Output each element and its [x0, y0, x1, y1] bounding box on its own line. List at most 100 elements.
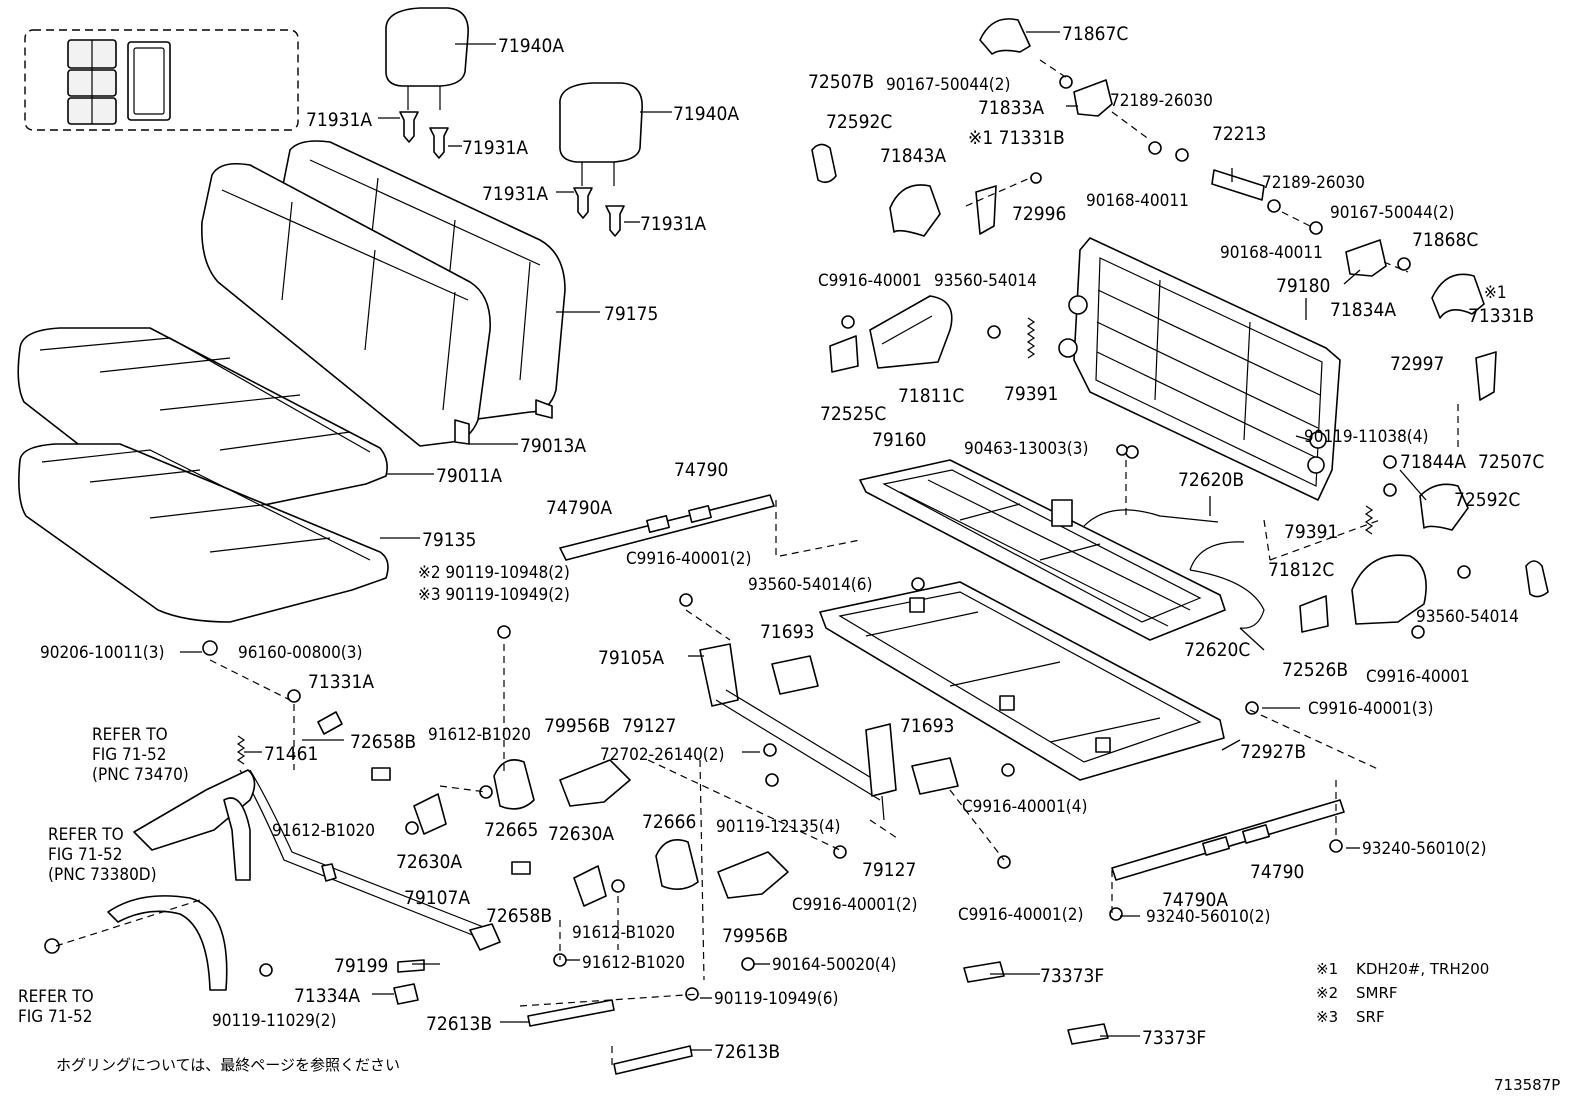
label-C9916-40001: C9916-40001	[818, 271, 922, 291]
label-71812C: 71812C	[1268, 559, 1334, 581]
label-90119-10949: ※3 90119-10949(2)	[418, 585, 570, 605]
label-90167-50044: 90167-50044(2)	[1330, 203, 1454, 223]
refer-line-2: FIG 71-52	[48, 845, 122, 865]
label-79127: 79127	[862, 859, 916, 881]
bracket-72630A-a	[413, 793, 447, 835]
label-91612-B1020: 91612-B1020	[582, 953, 685, 973]
label-72658B: 72658B	[350, 731, 416, 753]
legend-text: KDH20#, TRH200	[1356, 960, 1489, 978]
label-90164-50020: 90164-50020(4)	[772, 955, 896, 975]
label-79135: 79135	[422, 529, 476, 551]
label-71931A: 71931A	[306, 109, 372, 131]
label-90206-10011: 90206-10011(3)	[40, 643, 164, 663]
refer-line-1: REFER TO	[18, 987, 94, 1007]
hinge-71834A	[1345, 239, 1387, 277]
label-71833A: 71833A	[978, 97, 1044, 119]
label-C9916-40001: C9916-40001(2)	[958, 905, 1083, 925]
label-96160-00800: 96160-00800(3)	[238, 643, 362, 663]
label-91612-B1020: 91612-B1020	[428, 725, 531, 745]
label-note-mark: ※1	[1484, 283, 1507, 303]
label-72613B: 72613B	[426, 1013, 492, 1035]
label-71331B: ※1 71331B	[968, 127, 1065, 149]
label-71844A: 71844A	[1400, 451, 1466, 473]
label-72213: 72213	[1212, 123, 1266, 145]
refer-line-3: (PNC 73470)	[92, 765, 189, 785]
label-93240-56010: 93240-56010(2)	[1362, 839, 1486, 859]
label-93240-56010: 93240-56010(2)	[1146, 907, 1270, 927]
clip-73373F-a	[963, 961, 1005, 983]
seat-leg-79105A	[699, 643, 897, 821]
bracket-72213	[1211, 169, 1265, 201]
label-71940A: 71940A	[673, 103, 739, 125]
spring-79391-a	[1026, 317, 1036, 359]
cover-72507C	[1525, 560, 1549, 598]
refer-line-1: REFER TO	[92, 725, 168, 745]
seat-belt-74790-lower	[1111, 799, 1345, 881]
label-79107A: 79107A	[404, 887, 470, 909]
label-90168-40011: 90168-40011	[1220, 243, 1323, 263]
belt-anchor-left	[107, 769, 256, 991]
handle-72665	[493, 759, 535, 810]
label-72189-26030: 72189-26030	[1110, 91, 1213, 111]
spring-71461	[236, 735, 246, 765]
label-93560-54014: 93560-54014(6)	[748, 575, 872, 595]
label-90167-50044: 90167-50044(2)	[886, 75, 1010, 95]
leader-lines	[180, 31, 1427, 1051]
pad-72658B-b	[511, 861, 531, 875]
cable-72620	[1083, 509, 1265, 629]
cover-71843A	[889, 184, 941, 237]
legend-mark: ※2	[1316, 984, 1338, 1002]
label-72613B: 72613B	[714, 1041, 780, 1063]
clip-73373F-b	[1067, 1023, 1109, 1045]
label-79011A: 79011A	[436, 465, 502, 487]
spring-79391-b	[1364, 505, 1374, 535]
cover-72997	[1475, 351, 1497, 401]
label-91612-B1020: 91612-B1020	[572, 923, 675, 943]
cover-71812C	[1351, 554, 1427, 625]
label-90463-13003: 90463-13003(3)	[964, 439, 1088, 459]
seat-frame-79160	[859, 459, 1226, 641]
lever-79956B-a	[559, 759, 631, 807]
pin-71331A	[317, 711, 343, 735]
part-labels: 71940A 71940A 71931A 71931A 71931A 71931…	[18, 23, 1544, 1063]
label-93560-54014: 93560-54014	[1416, 607, 1519, 627]
bracket-71693-a	[771, 655, 819, 695]
label-72658B: 72658B	[486, 905, 552, 927]
label-72630A: 72630A	[548, 823, 614, 845]
label-74790: 74790	[1250, 861, 1304, 883]
label-72507B: 72507B	[808, 71, 874, 93]
bracket-72630A-b	[573, 865, 607, 907]
lever-79956B-b	[717, 851, 789, 899]
label-74790A: 74790A	[546, 497, 612, 519]
strip-79199	[397, 959, 425, 973]
label-72592C: 72592C	[1454, 489, 1520, 511]
seat-cushion-79135	[18, 443, 389, 623]
label-74790: 74790	[674, 459, 728, 481]
legend: ※1 KDH20#, TRH200 ※2 SMRF ※3 SRF	[1316, 960, 1489, 1026]
seat-back-frame-79180	[1058, 237, 1341, 501]
hinge-cover-71867C	[979, 18, 1031, 55]
legend-mark: ※3	[1316, 1008, 1338, 1026]
handle-72666	[655, 839, 699, 890]
label-79105A: 79105A	[598, 647, 664, 669]
label-71834A: 71834A	[1330, 299, 1396, 321]
diagram-id: 713587P	[1494, 1076, 1560, 1094]
label-79175: 79175	[604, 303, 658, 325]
pad-72658B-a	[371, 767, 391, 781]
cover-72996	[975, 185, 997, 235]
label-71461: 71461	[264, 743, 318, 765]
label-71931A: 71931A	[640, 213, 706, 235]
label-73373F: 73373F	[1142, 1027, 1206, 1049]
label-71940A: 71940A	[498, 35, 564, 57]
label-72927B: 72927B	[1240, 741, 1306, 763]
label-79180: 79180	[1276, 275, 1330, 297]
bracket-71693-b	[911, 757, 959, 795]
label-79391: 79391	[1284, 521, 1338, 543]
fasteners	[44, 75, 1471, 1001]
label-79956B: 79956B	[722, 925, 788, 947]
hinge-cover-71868C	[1431, 273, 1485, 319]
hinge-71833A	[1073, 79, 1113, 117]
cover-71811C	[869, 295, 953, 369]
label-71811C: 71811C	[898, 385, 964, 407]
